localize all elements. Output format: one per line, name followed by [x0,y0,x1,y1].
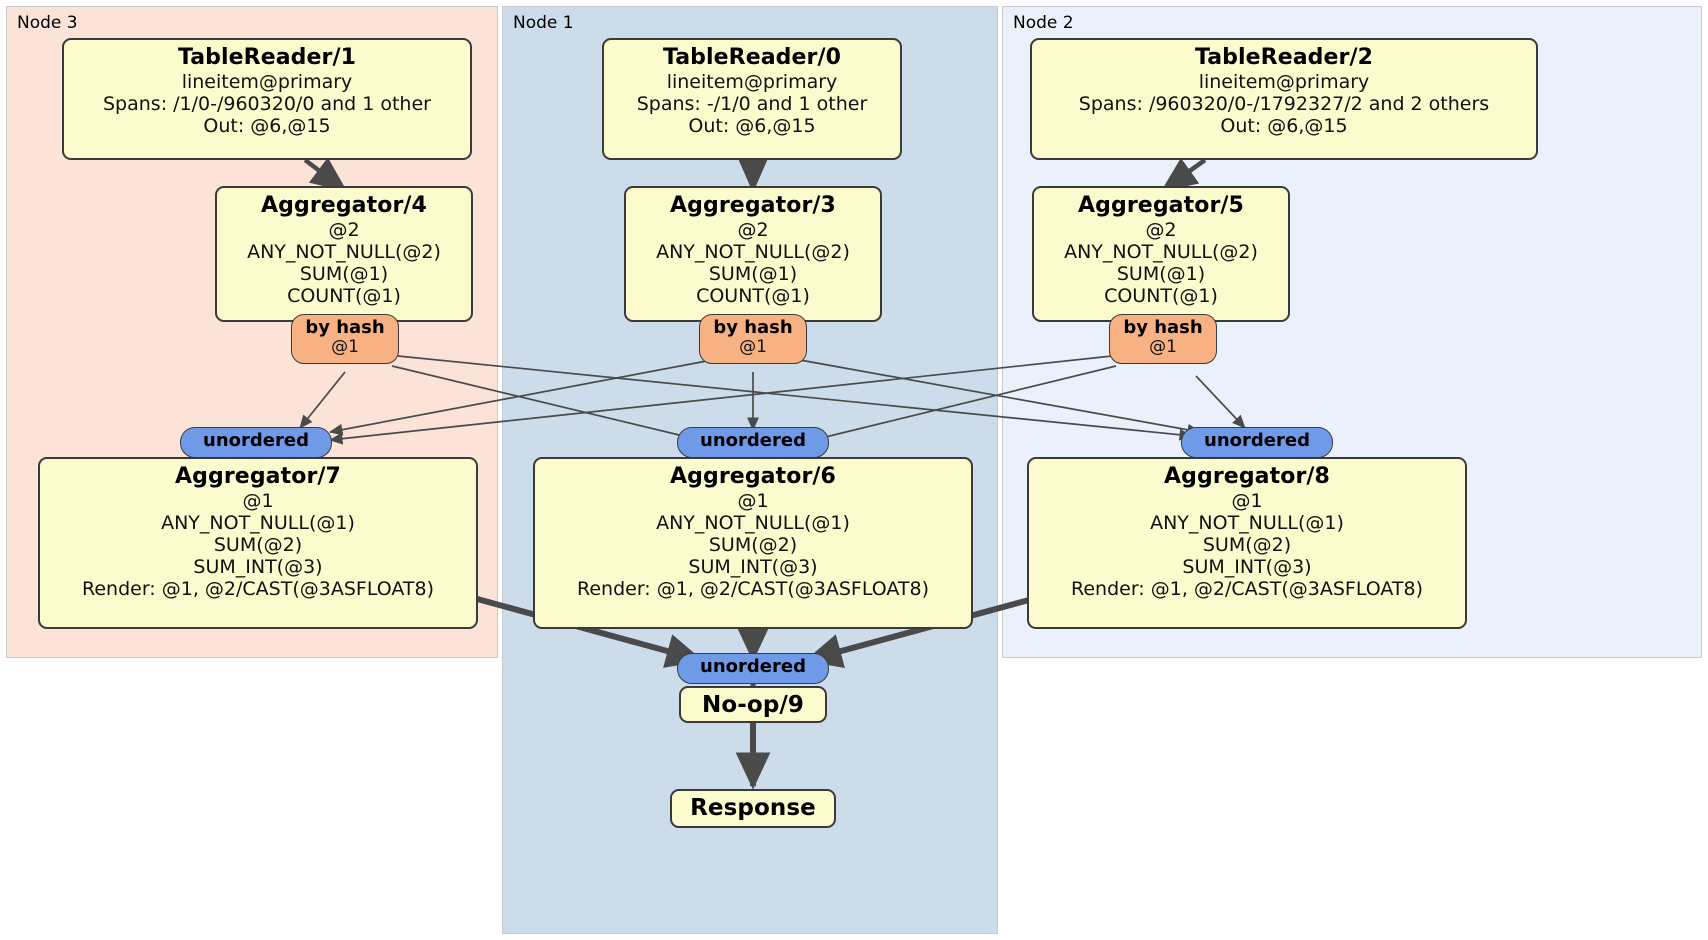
processor-title: Aggregator/8 [1164,464,1330,489]
processor-line: lineitem@primary [666,70,838,93]
processor-title: Aggregator/7 [175,464,341,489]
processor-line: SUM_INT(@3) [193,555,323,578]
router-column: @1 [331,337,359,358]
processor-line: ANY_NOT_NULL(@1) [161,511,355,534]
processor-line: SUM_INT(@3) [688,555,818,578]
processor-no-op-9[interactable]: No-op/9 [679,686,827,723]
processor-title: TableReader/2 [1194,45,1374,70]
processor-table-reader-2[interactable]: TableReader/2 lineitem@primary Spans: /9… [1030,38,1538,160]
processor-line: SUM(@2) [213,533,303,556]
router-by-hash-right[interactable]: by hash @1 [1109,314,1217,364]
synchronizer-title: unordered [700,430,806,451]
processor-line: SUM(@2) [1202,533,1292,556]
router-by-hash-left[interactable]: by hash @1 [291,314,399,364]
synchronizer-unordered-final[interactable]: unordered [677,653,829,684]
router-title: by hash [713,317,793,338]
processor-line: @1 [242,489,274,512]
synchronizer-unordered-right[interactable]: unordered [1181,427,1333,458]
synchronizer-unordered-left[interactable]: unordered [180,427,332,458]
processor-line: ANY_NOT_NULL(@2) [656,240,850,263]
processor-aggregator-4[interactable]: Aggregator/4 @2 ANY_NOT_NULL(@2) SUM(@1)… [215,186,473,322]
synchronizer-title: unordered [203,430,309,451]
processor-line: @1 [737,489,769,512]
synchronizer-title: unordered [1204,430,1310,451]
processor-line: COUNT(@1) [287,284,401,307]
processor-aggregator-7[interactable]: Aggregator/7 @1 ANY_NOT_NULL(@1) SUM(@2)… [38,457,478,629]
processor-line: @2 [1145,218,1177,241]
processor-line: SUM_INT(@3) [1182,555,1312,578]
processor-line: Render: @1, @2/CAST(@3ASFLOAT8) [82,577,434,600]
region-label-node-3: Node 3 [17,13,78,33]
processor-title: Aggregator/4 [261,193,427,218]
router-by-hash-center[interactable]: by hash @1 [699,314,807,364]
processor-line: @1 [1231,489,1263,512]
processor-line: COUNT(@1) [1104,284,1218,307]
processor-line: ANY_NOT_NULL(@1) [656,511,850,534]
synchronizer-unordered-center[interactable]: unordered [677,427,829,458]
processor-line: Spans: /960320/0-/1792327/2 and 2 others [1078,92,1490,115]
processor-aggregator-3[interactable]: Aggregator/3 @2 ANY_NOT_NULL(@2) SUM(@1)… [624,186,882,322]
processor-title: Response [690,795,816,821]
processor-title: Aggregator/5 [1078,193,1244,218]
processor-line: SUM(@1) [708,262,798,285]
processor-line: SUM(@1) [299,262,389,285]
processor-response[interactable]: Response [670,789,836,828]
processor-line: ANY_NOT_NULL(@2) [1064,240,1258,263]
processor-table-reader-1[interactable]: TableReader/1 lineitem@primary Spans: /1… [62,38,472,160]
processor-line: ANY_NOT_NULL(@1) [1150,511,1344,534]
processor-aggregator-5[interactable]: Aggregator/5 @2 ANY_NOT_NULL(@2) SUM(@1)… [1032,186,1290,322]
router-column: @1 [739,337,767,358]
processor-aggregator-6[interactable]: Aggregator/6 @1 ANY_NOT_NULL(@1) SUM(@2)… [533,457,973,629]
processor-line: @2 [328,218,360,241]
processor-line: Out: @6,@15 [203,114,331,137]
region-label-node-1: Node 1 [513,13,574,33]
router-column: @1 [1149,337,1177,358]
processor-title: TableReader/0 [662,45,842,70]
processor-title: Aggregator/3 [670,193,836,218]
processor-line: Out: @6,@15 [1220,114,1348,137]
router-title: by hash [305,317,385,338]
processor-line: lineitem@primary [181,70,353,93]
processor-line: Render: @1, @2/CAST(@3ASFLOAT8) [1071,577,1423,600]
processor-line: SUM(@2) [708,533,798,556]
synchronizer-title: unordered [700,656,806,677]
processor-line: COUNT(@1) [696,284,810,307]
processor-line: lineitem@primary [1198,70,1370,93]
processor-line: ANY_NOT_NULL(@2) [247,240,441,263]
processor-line: Render: @1, @2/CAST(@3ASFLOAT8) [577,577,929,600]
router-title: by hash [1123,317,1203,338]
region-label-node-2: Node 2 [1013,13,1074,33]
processor-line: SUM(@1) [1116,262,1206,285]
processor-line: Out: @6,@15 [688,114,816,137]
processor-line: Spans: /1/0-/960320/0 and 1 other [103,92,431,115]
processor-title: No-op/9 [702,692,804,718]
processor-aggregator-8[interactable]: Aggregator/8 @1 ANY_NOT_NULL(@1) SUM(@2)… [1027,457,1467,629]
processor-table-reader-0[interactable]: TableReader/0 lineitem@primary Spans: -/… [602,38,902,160]
processor-line: @2 [737,218,769,241]
processor-title: TableReader/1 [177,45,357,70]
processor-line: Spans: -/1/0 and 1 other [636,92,868,115]
processor-title: Aggregator/6 [670,464,836,489]
